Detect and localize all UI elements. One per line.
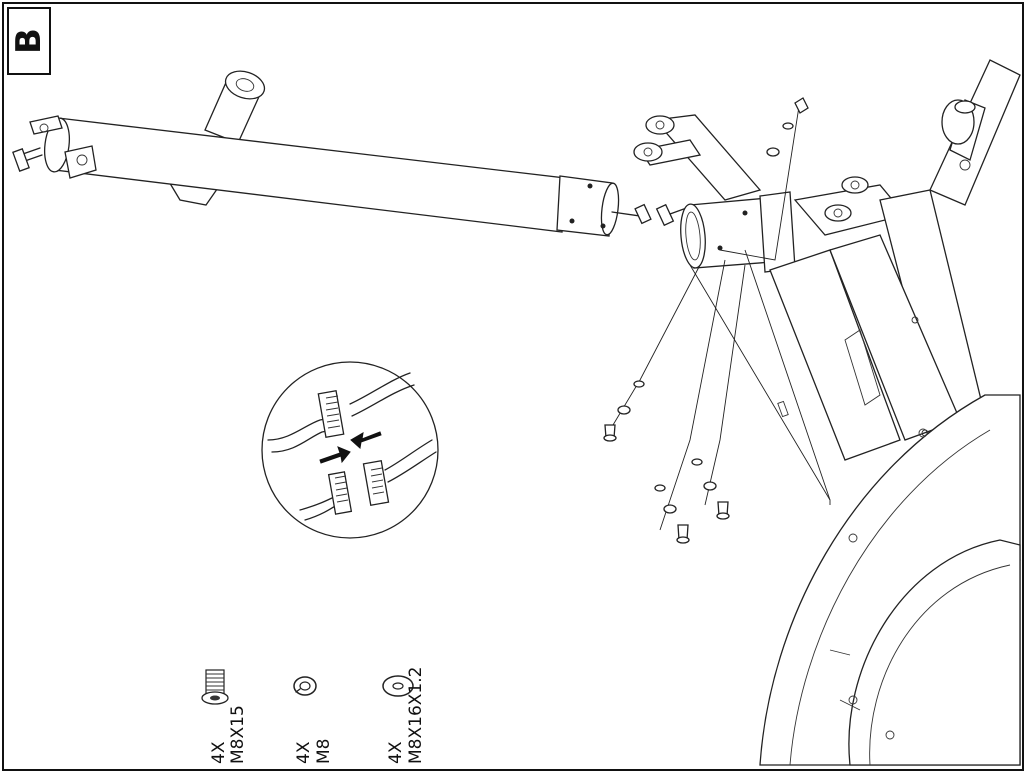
hardware-qty-bolt: 4X bbox=[209, 741, 229, 764]
hardware-qty-flat-washer: 4X bbox=[386, 741, 406, 764]
bolt-set-left bbox=[603, 380, 645, 442]
console-mast-tube bbox=[12, 70, 620, 237]
hardware-spec-bolt: M8X15 bbox=[228, 705, 248, 764]
step-badge: B bbox=[7, 7, 51, 75]
spring-washer-icon bbox=[293, 676, 317, 696]
main-frame bbox=[633, 59, 1021, 766]
bolt-icon bbox=[201, 669, 229, 705]
bolt-set-bottom bbox=[654, 458, 730, 544]
flat-washer-icon bbox=[382, 675, 414, 697]
hardware-spec-flat-washer: M8X16X1.2 bbox=[406, 666, 426, 764]
connector-detail-circle bbox=[261, 361, 439, 539]
mast-cable-connector bbox=[611, 203, 693, 227]
step-label: B bbox=[9, 28, 49, 54]
hardware-qty-spring-washer: 4X bbox=[294, 741, 314, 764]
bolt-set-top bbox=[766, 97, 809, 157]
hardware-spec-spring-washer: M8 bbox=[314, 738, 334, 764]
